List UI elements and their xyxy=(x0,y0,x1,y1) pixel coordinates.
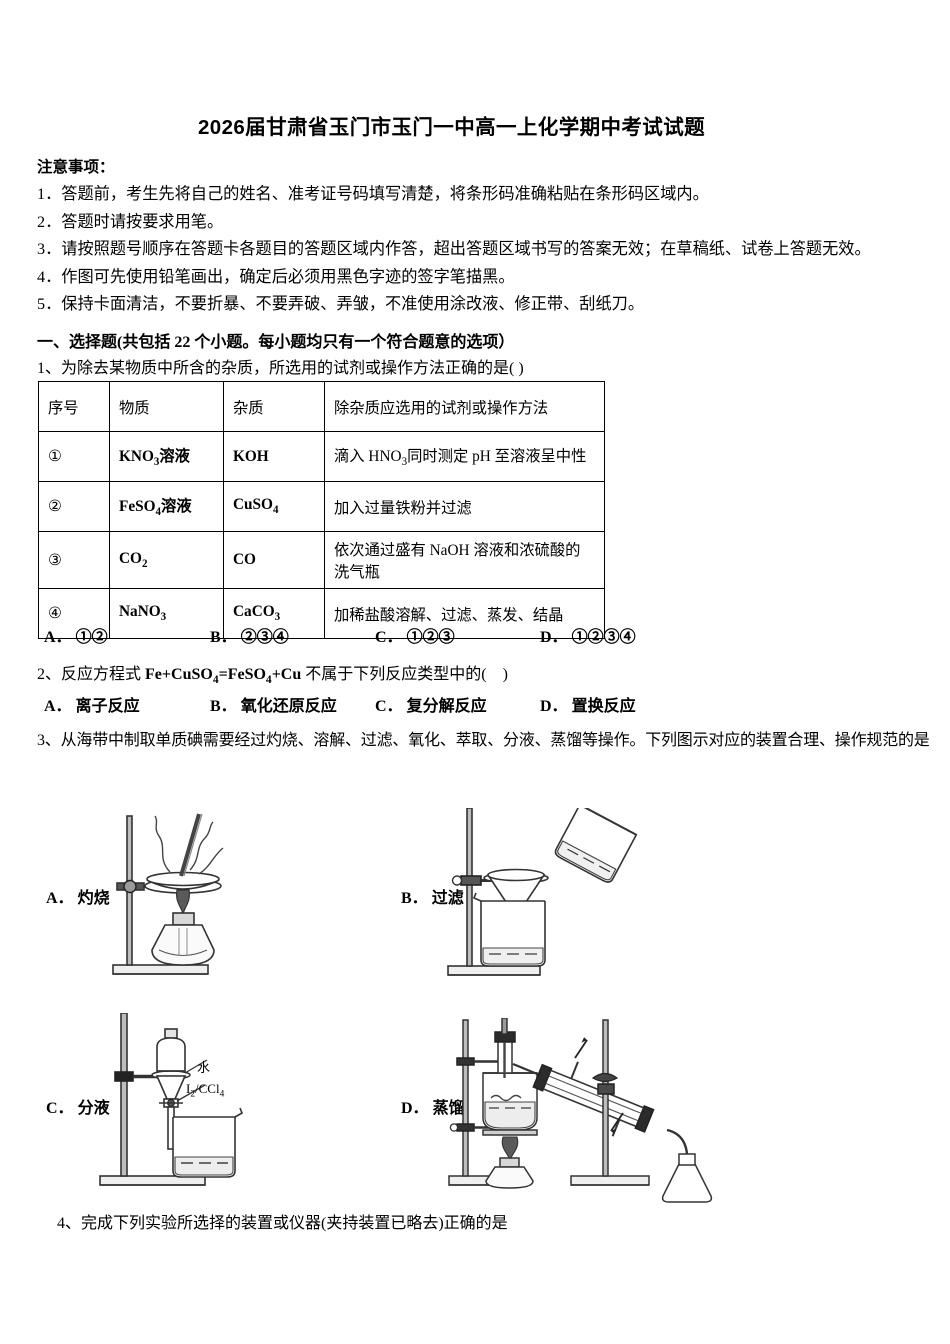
annotation-organic-layer: I2/CCl4 xyxy=(186,1081,225,1100)
option-a[interactable]: A． 离子反应 xyxy=(44,698,140,715)
table-row: ③ CO2 CO 依次通过盛有 NaOH 溶液和浓硫酸的洗气瓶 xyxy=(38,531,605,589)
option-c[interactable]: C． 复分解反应 xyxy=(375,698,487,715)
table-cell-impurity: KOH xyxy=(223,431,325,482)
notice-item: 5．保持卡面清洁，不要折暴、不要弄破、弄皱，不准使用涂改液、修正带、刮纸刀。 xyxy=(37,295,645,313)
figure-d-label: D． 蒸馏 xyxy=(401,1100,465,1117)
figure-c-label: C． 分液 xyxy=(46,1100,110,1117)
table-cell-substance: FeSO4溶液 xyxy=(109,481,224,532)
page-title: 2026届甘肃省玉门市玉门一中高一上化学期中考试试题 xyxy=(198,116,706,139)
roasting-apparatus-diagram xyxy=(95,798,280,993)
table-header-cell: 物质 xyxy=(109,381,224,432)
table-cell-index: ④ xyxy=(38,588,110,639)
table-row: ② FeSO4溶液 CuSO4 加入过量铁粉并过滤 xyxy=(38,481,605,532)
question-4-stem: 4、完成下列实验所选择的装置或仪器(夹持装置已略去)正确的是 xyxy=(57,1215,508,1232)
notice-block: 注意事项： 1．答题前，考生先将自己的姓名、准考证号码填写清楚，将条形码准确粘贴… xyxy=(37,155,927,319)
question-2-stem: 2、反应方程式 Fe+CuSO4=FeSO4+Cu 不属于下列反应类型中的( ) xyxy=(37,666,508,687)
option-b[interactable]: B． ②③④ xyxy=(210,629,289,646)
table-cell-method: 依次通过盛有 NaOH 溶液和浓硫酸的洗气瓶 xyxy=(324,531,605,589)
liquid-separation-apparatus-svg xyxy=(99,1013,244,1186)
distillation-apparatus-svg xyxy=(448,1018,713,1203)
liquid-separation-apparatus-diagram xyxy=(95,1013,280,1198)
filtration-apparatus-diagram xyxy=(443,808,653,993)
option-c[interactable]: C． ①②③ xyxy=(375,629,455,646)
annotation-water: 水 xyxy=(197,1060,211,1075)
impurity-removal-table: 序号 物质 杂质 除杂质应选用的试剂或操作方法 ① KNO3溶液 KOH 滴入 … xyxy=(38,381,605,639)
table-cell-index: ① xyxy=(38,431,110,482)
table-cell-substance: CO2 xyxy=(109,531,224,589)
question-1-stem: 1、为除去某物质中所含的杂质，所选用的试剂或操作方法正确的是( ) xyxy=(37,360,524,377)
table-cell-substance: NaNO3 xyxy=(109,588,224,639)
table-header-row: 序号 物质 杂质 除杂质应选用的试剂或操作方法 xyxy=(38,381,605,432)
table-cell-substance: KNO3溶液 xyxy=(109,431,224,482)
section-heading: 一、选择题(共包括 22 个小题。每小题均只有一个符合题意的选项） xyxy=(37,334,515,351)
option-d[interactable]: D． 置换反应 xyxy=(540,698,636,715)
table-cell-index: ③ xyxy=(38,531,110,589)
notice-item: 4．作图可先使用铅笔画出，确定后必须用黑色字迹的签字笔描黑。 xyxy=(37,267,515,286)
table-header-cell: 除杂质应选用的试剂或操作方法 xyxy=(324,381,605,432)
question-3-stem: 3、从海带中制取单质碘需要经过灼烧、溶解、过滤、氧化、萃取、分液、蒸馏等操作。下… xyxy=(37,732,930,749)
table-header-cell: 杂质 xyxy=(223,381,325,432)
option-a[interactable]: A． ①② xyxy=(44,629,108,646)
notice-heading: 注意事项： xyxy=(37,159,115,176)
table-row: ① KNO3溶液 KOH 滴入 HNO3同时测定 pH 至溶液呈中性 xyxy=(38,431,605,482)
figure-b-label: B． 过滤 xyxy=(401,890,464,907)
table-cell-method: 加入过量铁粉并过滤 xyxy=(324,481,605,532)
option-b[interactable]: B． 氧化还原反应 xyxy=(210,698,337,715)
table-cell-index: ② xyxy=(38,481,110,532)
figure-a-label: A． 灼烧 xyxy=(46,890,110,907)
table-cell-method: 加稀盐酸溶解、过滤、蒸发、结晶 xyxy=(324,588,605,639)
filtration-apparatus-svg xyxy=(447,808,638,976)
table-cell-impurity: CaCO3 xyxy=(223,588,325,639)
table-cell-method: 滴入 HNO3同时测定 pH 至溶液呈中性 xyxy=(324,431,605,482)
distillation-apparatus-diagram xyxy=(443,1018,718,1203)
option-d[interactable]: D． ①②③④ xyxy=(540,629,636,646)
table-cell-impurity: CO xyxy=(223,531,325,589)
notice-item: 1．答题前，考生先将自己的姓名、准考证号码填写清楚，将条形码准确粘贴在条形码区域… xyxy=(37,185,709,203)
table-header-cell: 序号 xyxy=(38,381,110,432)
table-cell-impurity: CuSO4 xyxy=(223,481,325,532)
notice-item: 2．答题时请按要求用笔。 xyxy=(37,212,224,231)
notice-item: 3．请按照题号顺序在答题卡各题目的答题区域内作答，超出答题区域书写的答案无效；在… xyxy=(37,240,871,258)
table-row: ④ NaNO3 CaCO3 加稀盐酸溶解、过滤、蒸发、结晶 xyxy=(38,588,605,639)
roasting-apparatus-svg xyxy=(112,813,224,975)
